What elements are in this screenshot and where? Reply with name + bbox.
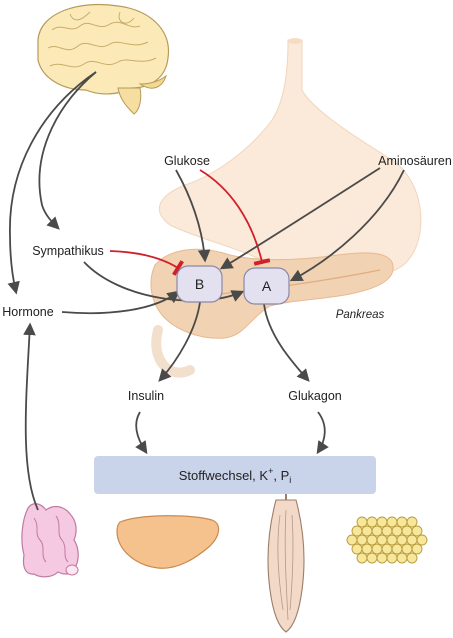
arrow-glukose-to-b: [175, 169, 211, 263]
arrow-insulin-to-stoffwechsel: [135, 411, 148, 455]
fat-cell: [361, 543, 373, 555]
fat-cell: [406, 516, 418, 528]
fat-cell: [346, 534, 358, 546]
arrow-a-to-glukagon: [263, 303, 310, 382]
fat-cell: [361, 525, 373, 537]
fat-cell: [386, 552, 398, 564]
fat-cell: [351, 525, 363, 537]
fat-cell: [376, 552, 388, 564]
stoffwechsel-label: Stoffwechsel, K+, Pi: [179, 466, 292, 485]
fat-cell: [396, 552, 408, 564]
fat-cell: [366, 552, 378, 564]
stoffwechsel-box: Stoffwechsel, K+, Pi: [94, 456, 376, 494]
arrow-brain-to-sympathikus: [38, 71, 97, 230]
arrow-aminosaeuren-to-b: [219, 167, 381, 270]
intestine-icon: [21, 503, 79, 578]
fat-cell: [411, 543, 423, 555]
fat-cell: [356, 534, 368, 546]
arrow-sympathikus-to-a: [83, 261, 245, 302]
adipose-tissue-icon: [346, 516, 428, 564]
fat-cell: [371, 525, 383, 537]
brain-icon: [37, 3, 170, 115]
fat-cell: [366, 516, 378, 528]
p-subscript: i: [289, 475, 291, 485]
arrow-glukagon-to-stoffwechsel: [316, 411, 329, 455]
fat-cell: [371, 543, 383, 555]
fat-cell: [381, 525, 393, 537]
b-cell: B: [176, 265, 223, 303]
fat-cell: [391, 525, 403, 537]
fat-cell: [396, 534, 408, 546]
fat-cell: [401, 525, 413, 537]
label-hormone: Hormone: [2, 305, 53, 319]
fat-cell: [376, 534, 388, 546]
arrow-brain-to-hormone: [7, 71, 97, 295]
liver-icon: [116, 515, 220, 569]
inhibit-sympathikus-to-b: [109, 250, 184, 276]
fat-cell: [396, 516, 408, 528]
fat-cell: [366, 534, 378, 546]
label-sympathikus: Sympathikus: [32, 244, 104, 258]
fat-cell: [391, 543, 403, 555]
arrow-hormone-to-b: [61, 290, 180, 315]
fat-cell: [386, 534, 398, 546]
fat-cell: [356, 516, 368, 528]
b-cell-label: B: [195, 276, 204, 292]
arrow-intestine-to-hormone: [23, 322, 39, 511]
a-cell-label: A: [262, 278, 272, 294]
muscle-icon: [267, 490, 305, 633]
fat-cell: [411, 525, 423, 537]
fat-cell: [416, 534, 428, 546]
fat-cell: [356, 552, 368, 564]
stomach-top-cap: [288, 38, 302, 44]
duodenum-loop: [151, 325, 195, 378]
fat-cell: [381, 543, 393, 555]
label-aminosaeuren: Aminosäuren: [378, 154, 452, 168]
stoffwechsel-main: Stoffwechsel, K: [179, 468, 269, 483]
arrow-aminosaeuren-to-a: [289, 169, 405, 282]
fat-cell: [386, 516, 398, 528]
fat-cell: [406, 552, 418, 564]
label-pankreas: Pankreas: [336, 309, 385, 321]
arrow-b-to-insulin: [158, 301, 201, 382]
fat-cell: [376, 516, 388, 528]
label-glukose: Glukose: [164, 154, 210, 168]
label-glukagon: Glukagon: [288, 389, 342, 403]
k-superscript: +: [268, 466, 273, 476]
inhibit-glukose-to-a: [199, 169, 271, 266]
label-insulin: Insulin: [128, 389, 164, 403]
p-separator: , P: [273, 468, 289, 483]
a-cell: A: [243, 267, 290, 305]
fat-cell: [406, 534, 418, 546]
fat-cell: [401, 543, 413, 555]
fat-cell: [351, 543, 363, 555]
